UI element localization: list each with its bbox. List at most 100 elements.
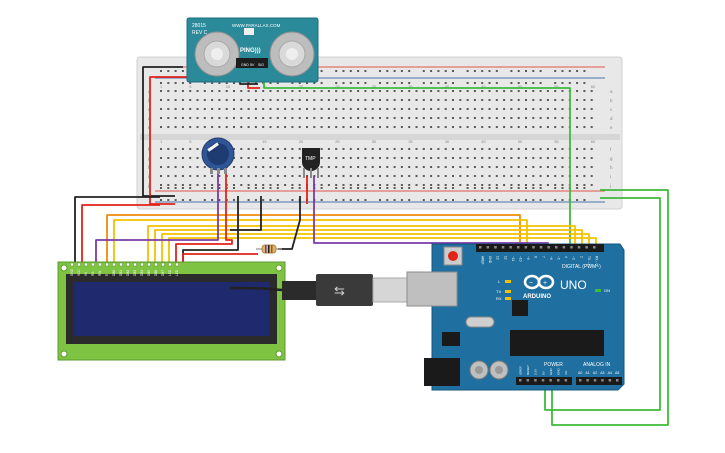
- temperature-sensor[interactable]: TMP: [302, 148, 320, 178]
- breadboard-hole: [408, 82, 411, 84]
- breadboard-hole: [517, 187, 520, 189]
- breadboard-hole: [357, 117, 360, 119]
- breadboard-hole: [211, 175, 214, 177]
- breadboard-hole: [196, 117, 199, 119]
- lcd-pin-label: DB6: [154, 270, 158, 276]
- breadboard-hole: [196, 126, 199, 128]
- breadboard-hole: [364, 187, 367, 189]
- breadboard-hole: [510, 148, 513, 150]
- breadboard-hole: [583, 117, 586, 119]
- power-jack: [424, 358, 460, 386]
- lcd-pin-label: RW: [98, 271, 102, 276]
- breadboard-hole: [583, 187, 586, 189]
- breadboard-hole: [342, 199, 345, 201]
- breadboard-hole: [313, 117, 316, 119]
- breadboard-hole: [211, 82, 214, 84]
- breadboard-hole: [590, 108, 593, 110]
- breadboard-hole: [400, 187, 403, 189]
- breadboard-hole: [306, 99, 308, 101]
- breadboard-hole: [488, 175, 491, 177]
- breadboard-hole: [174, 157, 177, 159]
- breadboard-hole: [503, 184, 506, 186]
- ping-ultrasonic-sensor[interactable]: 28015 REV C WWW.PARALLAX.COM PING))) GND…: [186, 17, 319, 83]
- breadboard-hole: [335, 117, 338, 119]
- breadboard-hole: [437, 184, 440, 186]
- wires: [74, 66, 669, 426]
- header-pin: [479, 246, 482, 249]
- breadboard-hole: [225, 117, 228, 119]
- breadboard-hole: [430, 184, 433, 186]
- breadboard-hole: [393, 126, 396, 128]
- breadboard-hole: [488, 70, 491, 72]
- digital-pin-label: 8: [534, 256, 538, 258]
- breadboard-hole: [525, 175, 527, 177]
- breadboard-hole: [386, 108, 389, 110]
- breadboard-hole: [393, 90, 396, 92]
- sensor-pin-sig: SIG: [258, 63, 264, 67]
- breadboard-hole: [254, 117, 257, 119]
- breadboard-hole: [539, 90, 542, 92]
- breadboard-hole: [240, 117, 243, 119]
- arduino-model: UNO: [560, 278, 587, 292]
- breadboard-hole: [400, 117, 403, 119]
- breadboard-hole: [218, 117, 221, 119]
- breadboard-hole: [276, 157, 279, 159]
- breadboard-hole: [437, 117, 440, 119]
- breadboard-hole: [174, 166, 177, 168]
- breadboard-hole: [576, 187, 579, 189]
- breadboard-hole: [525, 70, 527, 72]
- analog-header-strip: [576, 377, 622, 385]
- breadboard-hole: [503, 126, 506, 128]
- breadboard-hole: [532, 82, 535, 84]
- breadboard-hole: [349, 117, 352, 119]
- breadboard-hole: [181, 187, 184, 189]
- breadboard-hole: [400, 126, 403, 128]
- breadboard-hole: [590, 157, 593, 159]
- breadboard-hole: [160, 117, 162, 119]
- lcd-pin: [70, 262, 74, 267]
- resistor[interactable]: [256, 244, 282, 254]
- header-pin: [547, 246, 550, 249]
- breadboard-hole: [393, 199, 396, 201]
- breadboard-hole: [444, 117, 447, 119]
- lcd-pin-label: DB7: [161, 270, 165, 276]
- breadboard-hole: [488, 126, 491, 128]
- breadboard-hole: [386, 199, 389, 201]
- breadboard-hole: [218, 108, 221, 110]
- breadboard-hole: [590, 175, 593, 177]
- breadboard-hole: [583, 82, 586, 84]
- breadboard-hole: [473, 99, 476, 101]
- breadboard-hole: [422, 175, 425, 177]
- breadboard-row-label: a: [610, 89, 613, 94]
- breadboard-column-label: 25: [335, 139, 340, 144]
- sensor-pin-gnd: GND: [241, 63, 249, 67]
- breadboard-hole: [284, 90, 287, 92]
- breadboard-hole: [298, 148, 301, 150]
- breadboard-hole: [298, 108, 301, 110]
- breadboard-hole: [561, 82, 564, 84]
- analog-pin-label: A5: [615, 371, 619, 375]
- breadboard-hole: [167, 187, 170, 189]
- breadboard-hole: [422, 187, 425, 189]
- wire-lcd-db4: [147, 225, 576, 262]
- breadboard-hole: [393, 108, 396, 110]
- breadboard-hole: [196, 108, 199, 110]
- breadboard-hole: [335, 199, 338, 201]
- breadboard-hole: [576, 157, 579, 159]
- breadboard-hole: [481, 184, 484, 186]
- breadboard-hole: [452, 175, 454, 177]
- breadboard-hole: [386, 157, 389, 159]
- digital-pin-label: ~5: [557, 256, 561, 260]
- potentiometer[interactable]: [201, 137, 235, 174]
- breadboard-hole: [386, 166, 389, 168]
- header-pin: [586, 379, 589, 382]
- breadboard-hole: [473, 184, 476, 186]
- breadboard-hole: [393, 175, 396, 177]
- header-pin: [557, 379, 560, 382]
- breadboard-column-label: 40: [445, 139, 450, 144]
- arduino-uno[interactable]: − + ARDUINO UNO DIGITAL (PWM~) POWER ANA…: [406, 243, 625, 391]
- breadboard-hole: [335, 148, 338, 150]
